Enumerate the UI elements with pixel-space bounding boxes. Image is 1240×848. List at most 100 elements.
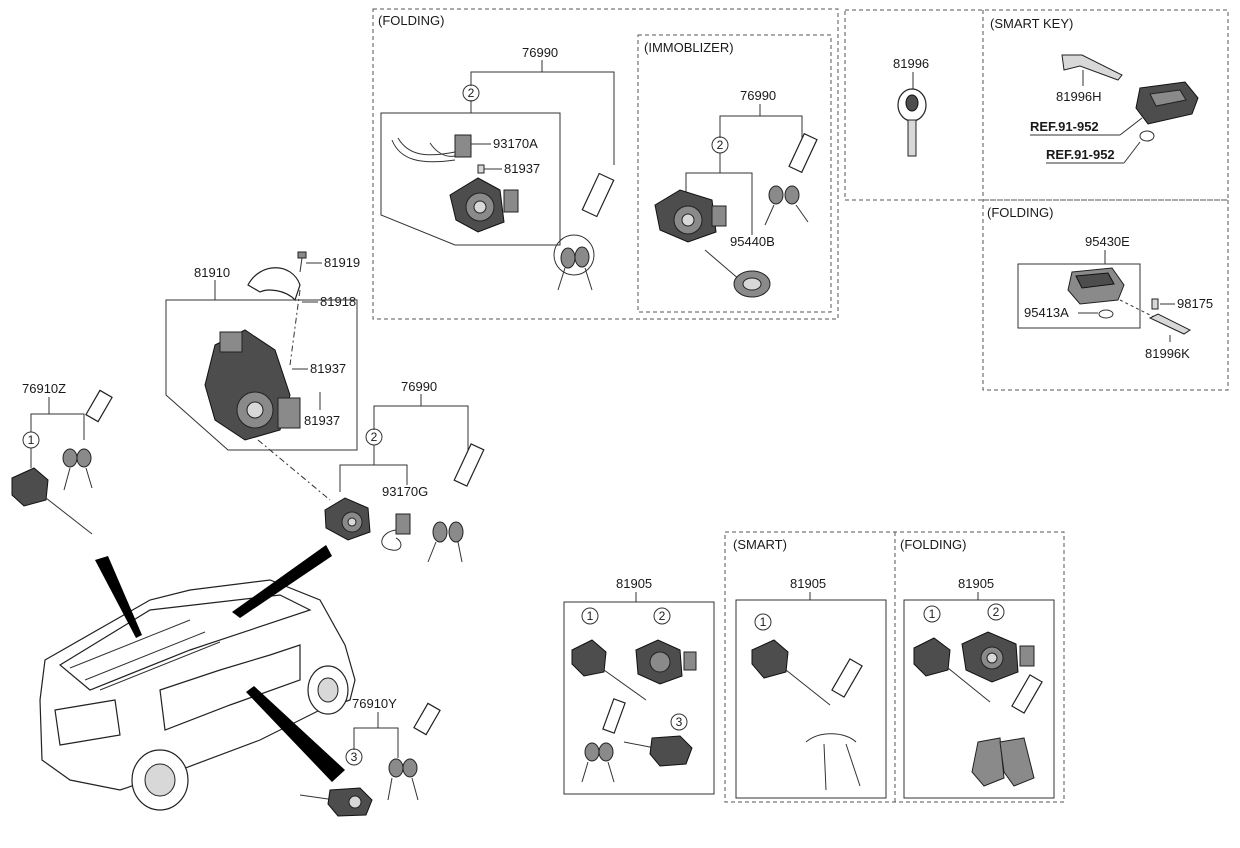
- part-label-93170A: 93170A: [493, 136, 538, 151]
- callout-2-a-text: 2: [659, 609, 666, 623]
- set-b-key-set-icon: [805, 658, 863, 791]
- folding-blade-icon: [1148, 313, 1191, 335]
- ref-arrow-2: [1123, 141, 1141, 164]
- section-title-smart-key: (SMART KEY): [990, 16, 1073, 31]
- set-c-ignition-icon: [961, 631, 1035, 683]
- ref-label-2: REF.91-952: [1046, 147, 1115, 162]
- part-label-76990-mid: 76990: [401, 379, 437, 394]
- assembly-box-81910: [165, 299, 358, 451]
- set-c-folding-keys-icon: [971, 674, 1043, 787]
- callout-2-immobilizer-text: 2: [717, 138, 724, 152]
- bolt-icon: [297, 251, 307, 273]
- key-set-icon: [553, 172, 615, 291]
- part-label-95430E: 95430E: [1085, 234, 1130, 249]
- callout-3-rear: [345, 748, 363, 766]
- callout-1-left-text: 1: [28, 433, 35, 447]
- part-label-76910Z: 76910Z: [22, 381, 66, 396]
- part-label-81937-bottom: 81937: [304, 413, 340, 428]
- pin-icon: [1151, 298, 1159, 310]
- part-label-76990-folding: 76990: [522, 45, 558, 60]
- connector-harness-icon: [381, 513, 411, 551]
- mid-key-set-icon: [427, 443, 485, 563]
- section-title-immobilizer: (IMMOBLIZER): [644, 40, 734, 55]
- callout-1-a-text: 1: [587, 609, 594, 623]
- assembly-box-81905-c: [903, 599, 1055, 799]
- immobilizer-antenna-icon: [704, 249, 771, 298]
- callout-2-folding-text: 2: [468, 86, 475, 100]
- ref-label-1: REF.91-952: [1030, 119, 1099, 134]
- leader-76990-folding: [470, 71, 615, 165]
- callout-2-folding: [462, 84, 480, 102]
- callout-3-a-text: 3: [676, 715, 683, 729]
- center-line-2: [257, 439, 331, 501]
- leader-immobilizer-branch: [685, 172, 753, 235]
- section-title-smart-bottom: (SMART): [733, 537, 787, 552]
- part-label-81937-top: 81937: [310, 361, 346, 376]
- part-label-81996: 81996: [893, 56, 929, 71]
- part-label-81937-folding: 81937: [504, 161, 540, 176]
- part-label-81905-b: 81905: [790, 576, 826, 591]
- part-label-81996K: 81996K: [1145, 346, 1190, 361]
- folding-key-fob-icon: [1067, 267, 1125, 305]
- section-title-folding-bottom: (FOLDING): [900, 537, 966, 552]
- center-line: [289, 289, 301, 366]
- door-key-set-icon: [62, 389, 113, 491]
- pointer-arrow-left: [95, 556, 142, 638]
- immobilizer-frame: [637, 34, 832, 313]
- emergency-key-blade-icon: [1061, 54, 1123, 81]
- set-b-door-lock-icon: [751, 639, 831, 706]
- leader-81910: [166, 280, 216, 301]
- part-label-81919: 81919: [324, 255, 360, 270]
- part-label-95440B: 95440B: [730, 234, 775, 249]
- vehicle-illustration: [39, 579, 356, 811]
- callout-1-c: [923, 605, 941, 623]
- callout-3-a: [670, 713, 688, 731]
- ignition-cylinder-icon: [324, 497, 371, 541]
- part-label-93170G: 93170G: [382, 484, 428, 499]
- set-a-key-set-icon: [581, 698, 626, 783]
- part-label-81918: 81918: [320, 294, 356, 309]
- pointer-arrow-top: [232, 545, 332, 618]
- immobilizer-key-set-icon: [764, 132, 818, 226]
- smart-key-fob-icon: [1135, 81, 1199, 125]
- leader-76990-immobilizer: [719, 115, 803, 140]
- callout-2-mid-text: 2: [371, 430, 378, 444]
- assembly-box-81905-b: [735, 599, 887, 799]
- smart-key-outer-frame: [844, 9, 1229, 201]
- set-a-door-lock-icon: [571, 639, 647, 701]
- set-a-ignition-icon: [635, 639, 697, 685]
- callout-1-b: [754, 613, 772, 631]
- part-label-95413A: 95413A: [1024, 305, 1069, 320]
- battery-icon: [1139, 130, 1155, 142]
- leader-76990-mid: [373, 405, 469, 452]
- battery-icon-small: [1098, 309, 1114, 319]
- section-title-folding-top: (FOLDING): [378, 13, 444, 28]
- part-label-81910: 81910: [194, 265, 230, 280]
- rear-key-set-icon: [387, 702, 441, 801]
- set-c-door-lock-icon: [913, 637, 991, 703]
- part-label-76990-immobilizer: 76990: [740, 88, 776, 103]
- blank-key-icon: [897, 88, 927, 157]
- callout-3-rear-text: 3: [351, 750, 358, 764]
- part-label-81996H: 81996H: [1056, 89, 1102, 104]
- folding-right-frame: [982, 199, 1229, 391]
- part-label-98175: 98175: [1177, 296, 1213, 311]
- leader-76910Z: [30, 413, 85, 440]
- wire-harness-icon: [391, 134, 472, 163]
- assembly-box-folding: [380, 112, 561, 246]
- callout-1-b-text: 1: [760, 615, 767, 629]
- assembly-box-95430E: [1017, 263, 1141, 329]
- callout-1-c-text: 1: [929, 607, 936, 621]
- callout-2-c-text: 2: [993, 605, 1000, 619]
- part-label-81905-c: 81905: [958, 576, 994, 591]
- callout-2-a: [653, 607, 671, 625]
- set-a-tailgate-lock-icon: [623, 735, 693, 767]
- immobilizer-lock-icon: [654, 189, 727, 243]
- part-label-81905-a: 81905: [616, 576, 652, 591]
- pointer-arrow-bottom: [246, 686, 345, 782]
- shroud-clamp-icon: [247, 267, 301, 302]
- section-title-folding-right: (FOLDING): [987, 205, 1053, 220]
- leader-76910Y: [353, 727, 399, 758]
- folding-top-frame: [372, 8, 839, 320]
